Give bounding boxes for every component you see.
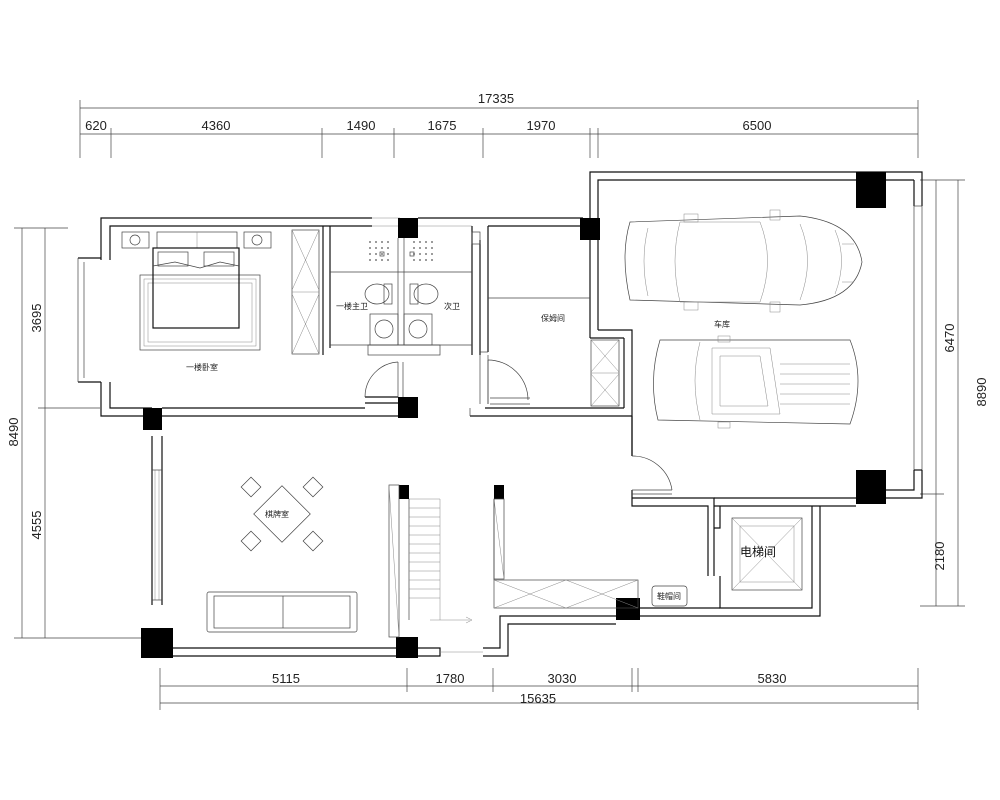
maid-room-fixtures (590, 339, 620, 407)
dim-right-seg-2: 2180 (932, 542, 947, 571)
room-label-garage: 车库 (714, 319, 730, 329)
dim-bottom-seg-3: 3030 (548, 671, 577, 686)
room-label-chess-room: 棋牌室 (265, 509, 289, 519)
room-label-maid-room: 保姆间 (541, 313, 565, 323)
room-label-master-bedroom: 一楼卧室 (186, 362, 218, 372)
shoe-cabinet (493, 579, 688, 609)
dim-top-seg-5: 1970 (527, 118, 556, 133)
dim-bottom-seg-2: 1780 (436, 671, 465, 686)
elevator-shaft (731, 517, 803, 591)
room-label-shoe-closet: 鞋帽间 (657, 591, 681, 601)
dim-top-seg-4: 1675 (428, 118, 457, 133)
garage-cars (624, 209, 863, 429)
dim-left-seg-1: 3695 (29, 304, 44, 333)
car-top (624, 209, 863, 313)
bathroom-fixtures (364, 231, 481, 356)
right-dimension-lines (920, 179, 965, 607)
bedroom-furniture (121, 229, 320, 355)
dim-bottom-seg-1: 5115 (272, 671, 300, 686)
room-label-master-bath: 一楼主卫 (336, 301, 368, 311)
dim-top-seg-2: 4360 (202, 118, 231, 133)
dim-top-seg-6: 6500 (743, 118, 772, 133)
dim-left-total: 8490 (6, 418, 21, 447)
dim-right-seg-1: 6470 (942, 324, 957, 353)
dim-top-total: 17335 (478, 91, 514, 106)
bottom-dimension-lines (159, 668, 919, 710)
walls (77, 171, 923, 657)
car-bottom (653, 335, 859, 429)
dim-bottom-total: 15635 (520, 691, 556, 706)
left-dimension-lines (14, 227, 148, 639)
dim-top-seg-3: 1490 (347, 118, 376, 133)
staircase (388, 484, 505, 638)
dim-right-total: 8890 (974, 378, 989, 407)
top-dimension-lines (79, 100, 919, 158)
room-label-elevator: 电梯间 (740, 545, 776, 559)
doors (364, 359, 673, 495)
chess-table-set (240, 476, 324, 552)
dim-top-seg-1: 620 (85, 118, 107, 133)
dim-bottom-seg-4: 5830 (758, 671, 787, 686)
sofa (206, 591, 358, 633)
room-label-second-bath: 次卫 (444, 301, 460, 311)
dim-left-seg-2: 4555 (29, 511, 44, 540)
structural-columns (141, 172, 886, 658)
